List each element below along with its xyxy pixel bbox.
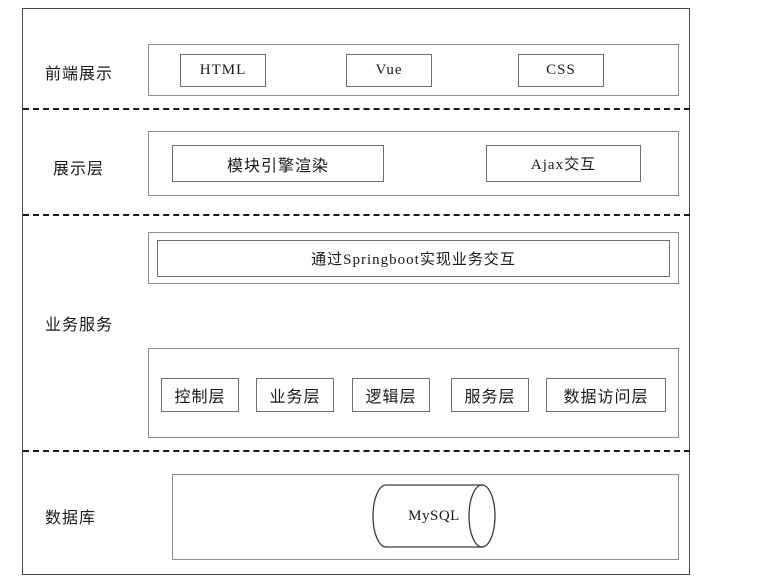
database-cylinder-icon <box>372 484 496 548</box>
section-divider-1 <box>23 108 690 110</box>
row-label-business-service: 业务服务 <box>45 317 114 334</box>
section-divider-3 <box>23 450 690 452</box>
row-label-database: 数据库 <box>45 510 97 527</box>
node-dao-layer[interactable]: 数据访问层 <box>546 378 666 412</box>
node-service-layer[interactable]: 服务层 <box>451 378 529 412</box>
node-controller-layer[interactable]: 控制层 <box>161 378 239 412</box>
node-html[interactable]: HTML <box>180 54 266 87</box>
row-label-frontend: 前端展示 <box>45 66 114 83</box>
node-vue[interactable]: Vue <box>346 54 432 87</box>
node-business-layer[interactable]: 业务层 <box>256 378 334 412</box>
node-logic-layer[interactable]: 逻辑层 <box>352 378 430 412</box>
node-template-engine[interactable]: 模块引擎渲染 <box>172 145 384 182</box>
node-ajax[interactable]: Ajax交互 <box>486 145 641 182</box>
node-mysql[interactable]: MySQL <box>372 481 496 551</box>
section-divider-2 <box>23 214 690 216</box>
node-springboot-banner[interactable]: 通过Springboot实现业务交互 <box>157 240 670 277</box>
row-label-display: 展示层 <box>53 161 105 178</box>
node-css[interactable]: CSS <box>518 54 604 87</box>
group-database <box>172 474 679 560</box>
